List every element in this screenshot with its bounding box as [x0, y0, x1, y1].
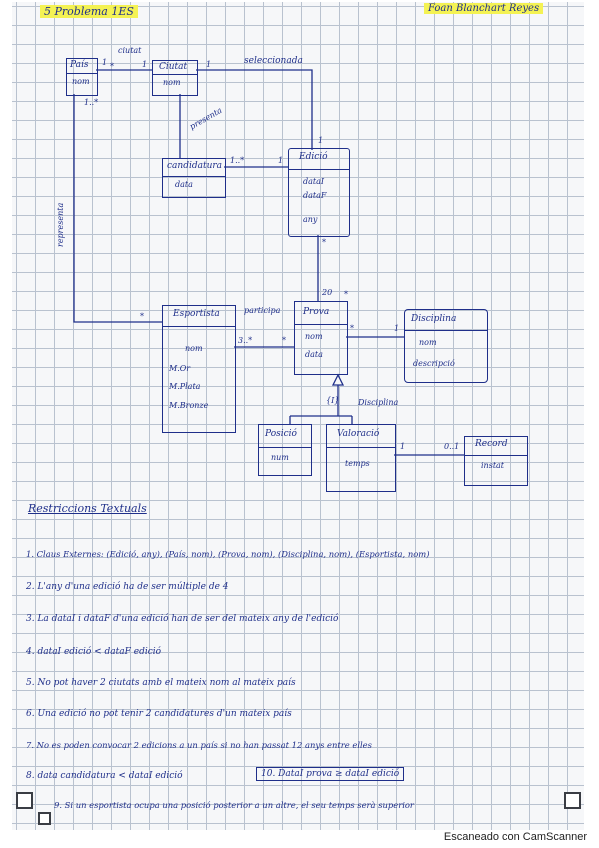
- mult-disciplina-a: *: [350, 324, 354, 333]
- entity-candidatura: candidatura data: [162, 158, 226, 198]
- scanner-footer: Escaneado con CamScanner: [0, 830, 599, 848]
- mult-pais-ciutat-l: 1: [102, 58, 108, 67]
- entity-prova-attr-1: nom: [305, 332, 323, 341]
- mult-pais-ciutat-r2: 1: [142, 60, 148, 69]
- mult-edicio-star: *: [322, 238, 326, 247]
- mult-inheritance: {I}: [326, 396, 340, 405]
- mult-record-a: 1: [400, 442, 406, 451]
- entity-esportista-title: Esportista: [173, 309, 220, 319]
- entity-ciutat-title: Ciutat: [159, 62, 188, 72]
- entity-pais-attr: nom: [72, 77, 90, 86]
- notebook-sheet: 5 Problema 1ES Foan Blanchart Reyes: [12, 2, 584, 830]
- restriction-4: 4. dataI edició < dataF edició: [26, 647, 162, 657]
- label-ciutat: ciutat: [118, 46, 142, 55]
- entity-pais-title: País: [70, 60, 89, 70]
- corner-marker-right: [564, 792, 581, 809]
- entity-record: Record instat: [464, 436, 528, 486]
- restriction-6: 6. Una edició no pot tenir 2 candidature…: [26, 709, 292, 719]
- entity-valoracio: Valoració temps: [326, 424, 396, 492]
- restriction-9: 9. Si un esportista ocupa una posició po…: [54, 800, 414, 810]
- entity-record-title: Record: [475, 439, 508, 449]
- entity-esportista-attr-3: M.Plata: [169, 382, 201, 391]
- entity-disciplina: Disciplina nom descripció: [404, 309, 488, 383]
- restrictions-title: Restriccions Textuals: [28, 502, 147, 515]
- scanner-watermark: Escaneado con CamScanner: [443, 831, 587, 843]
- entity-esportista: Esportista nom M.Or M.Plata M.Bronze: [162, 305, 236, 433]
- mult-esportista-star: *: [140, 312, 144, 321]
- entity-disciplina-attr-1: nom: [419, 338, 437, 347]
- entity-prova: Prova nom data: [294, 301, 348, 375]
- entity-prova-attr-2: data: [305, 350, 323, 359]
- mult-prova-star: *: [344, 290, 348, 299]
- entity-edicio: Edició dataI dataF any: [288, 148, 350, 237]
- entity-ciutat-attr: nom: [163, 78, 181, 87]
- restriction-2: 2. L'any d'una edició ha de ser múltiple…: [26, 582, 229, 592]
- corner-marker-left: [16, 792, 33, 809]
- entity-edicio-title: Edició: [299, 152, 328, 162]
- uml-connectors: [73, 69, 464, 456]
- entity-esportista-attr-1: nom: [185, 344, 203, 353]
- mult-prova-participa: *: [282, 336, 286, 345]
- entity-edicio-attr-2: dataF: [303, 191, 327, 200]
- entity-disciplina-title: Disciplina: [411, 314, 457, 324]
- entity-candidatura-title: candidatura: [167, 161, 223, 171]
- restriction-7: 7. No es poden convocar 2 edicions a un …: [26, 740, 372, 750]
- entity-posicio-attr: num: [271, 453, 289, 462]
- restriction-5: 5. No pot haver 2 ciutats amb el mateix …: [26, 678, 296, 688]
- entity-valoracio-attr: temps: [345, 459, 370, 468]
- entity-posicio-title: Posició: [265, 429, 297, 439]
- mult-pais-ciutat-r: *: [110, 62, 114, 71]
- mult-sel-b: 1: [318, 136, 324, 145]
- restriction-10: 10. DataI prova ≥ dataI edició: [256, 767, 405, 781]
- mult-cand-b: 1: [278, 156, 284, 165]
- entity-edicio-attr-3: any: [303, 215, 318, 224]
- mult-sel-a: 1: [206, 60, 212, 69]
- mult-record-b: 0..1: [444, 442, 460, 451]
- entity-pais: País nom: [66, 58, 98, 96]
- entity-esportista-attr-4: M.Bronze: [169, 401, 209, 410]
- entity-esportista-attr-2: M.Or: [169, 364, 191, 373]
- mult-disciplina-b: 1: [394, 324, 400, 333]
- label-disciplina: Disciplina: [358, 398, 399, 407]
- label-seleccionada: seleccionada: [244, 56, 303, 66]
- mult-cand-a: 1..*: [230, 156, 245, 165]
- restriction-8: 8. data candidatura < dataI edició: [26, 771, 183, 781]
- restriction-3: 3. La dataI i dataF d'una edició han de …: [26, 614, 339, 624]
- entity-posicio: Posició num: [258, 424, 312, 476]
- header-left: 5 Problema 1ES: [40, 5, 138, 18]
- entity-candidatura-attr: data: [175, 180, 193, 189]
- restriction-1: 1. Claus Externes: (Edició, any), (País,…: [26, 549, 430, 559]
- corner-marker-inner: [38, 812, 51, 825]
- entity-valoracio-title: Valoració: [337, 429, 380, 439]
- entity-record-attr: instat: [481, 461, 505, 470]
- entity-edicio-attr-1: dataI: [303, 177, 325, 186]
- entity-prova-title: Prova: [303, 307, 330, 317]
- mult-prova-20: 20: [322, 288, 333, 297]
- entity-disciplina-attr-2: descripció: [413, 359, 455, 368]
- label-participa: participa: [244, 306, 281, 315]
- mult-pais-down: 1..*: [84, 98, 99, 107]
- header-right: Foan Blanchart Reyes: [424, 3, 544, 14]
- entity-ciutat: Ciutat nom: [152, 60, 198, 96]
- mult-esportista-3: 3..*: [238, 336, 253, 345]
- label-representa: representa: [56, 202, 65, 247]
